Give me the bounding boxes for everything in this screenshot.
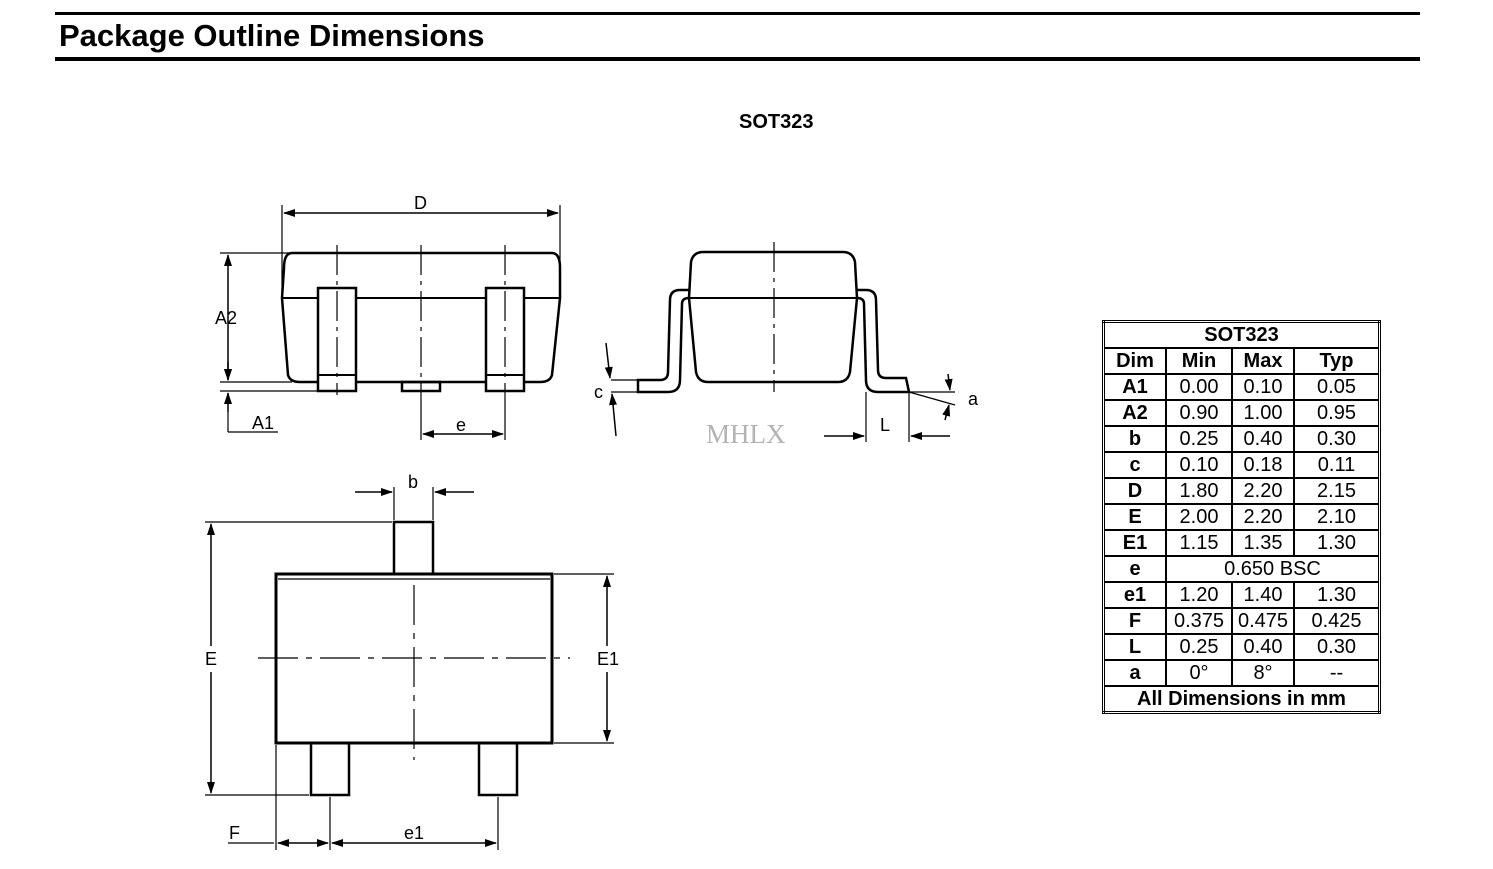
label-A2: A2 bbox=[215, 308, 237, 328]
table-row: a 0° 8° -- bbox=[1102, 659, 1381, 687]
dim-cell: A1 bbox=[1102, 373, 1167, 401]
min-cell: 0.25 bbox=[1165, 425, 1233, 453]
min-cell: 1.15 bbox=[1165, 529, 1233, 557]
table-footer: All Dimensions in mm bbox=[1102, 685, 1381, 714]
dim-cell: F bbox=[1102, 607, 1167, 635]
dim-cell: L bbox=[1102, 633, 1167, 661]
max-cell: 8° bbox=[1231, 659, 1295, 687]
min-cell: 1.20 bbox=[1165, 581, 1233, 609]
min-cell: 0.10 bbox=[1165, 451, 1233, 479]
max-cell: 1.35 bbox=[1231, 529, 1295, 557]
min-cell: 2.00 bbox=[1165, 503, 1233, 531]
max-cell: 2.20 bbox=[1231, 503, 1295, 531]
top-view bbox=[205, 487, 614, 850]
label-a: a bbox=[968, 389, 979, 409]
dim-cell: c bbox=[1102, 451, 1167, 479]
side-view bbox=[604, 242, 956, 442]
label-c: c bbox=[594, 382, 603, 402]
watermark: MHLX bbox=[706, 419, 786, 449]
max-cell: 0.475 bbox=[1231, 607, 1295, 635]
typ-cell: 2.15 bbox=[1293, 477, 1381, 505]
label-L: L bbox=[880, 415, 890, 435]
typ-cell: 0.95 bbox=[1293, 399, 1381, 427]
dim-cell: E bbox=[1102, 503, 1167, 531]
span-cell: 0.650 BSC bbox=[1165, 555, 1381, 583]
table-row: e 0.650 BSC bbox=[1102, 555, 1381, 583]
diagram-title: SOT323 bbox=[739, 111, 814, 133]
column-header: Typ bbox=[1293, 347, 1381, 375]
typ-cell: 1.30 bbox=[1293, 581, 1381, 609]
dim-cell: D bbox=[1102, 477, 1167, 505]
typ-cell: 0.425 bbox=[1293, 607, 1381, 635]
dim-cell: e bbox=[1102, 555, 1167, 583]
label-e1: e1 bbox=[404, 823, 424, 843]
max-cell: 0.40 bbox=[1231, 633, 1295, 661]
dim-cell: e1 bbox=[1102, 581, 1167, 609]
column-header: Min bbox=[1165, 347, 1233, 375]
table-row: e1 1.20 1.40 1.30 bbox=[1102, 581, 1381, 609]
max-cell: 2.20 bbox=[1231, 477, 1295, 505]
min-cell: 0.375 bbox=[1165, 607, 1233, 635]
max-cell: 0.40 bbox=[1231, 425, 1295, 453]
typ-cell: 0.11 bbox=[1293, 451, 1381, 479]
label-A1: A1 bbox=[252, 413, 274, 433]
min-cell: 1.80 bbox=[1165, 477, 1233, 505]
dim-cell: b bbox=[1102, 425, 1167, 453]
header-top-rule bbox=[55, 12, 1420, 15]
typ-cell: -- bbox=[1293, 659, 1381, 687]
table-title-row: SOT323 bbox=[1102, 320, 1381, 349]
header-bottom-rule bbox=[55, 57, 1420, 61]
label-e: e bbox=[456, 415, 466, 435]
min-cell: 0.90 bbox=[1165, 399, 1233, 427]
max-cell: 1.00 bbox=[1231, 399, 1295, 427]
max-cell: 0.10 bbox=[1231, 373, 1295, 401]
table-row: b 0.25 0.40 0.30 bbox=[1102, 425, 1381, 453]
min-cell: 0° bbox=[1165, 659, 1233, 687]
max-cell: 0.18 bbox=[1231, 451, 1295, 479]
dim-cell: E1 bbox=[1102, 529, 1167, 557]
page-title: Package Outline Dimensions bbox=[59, 18, 485, 53]
typ-cell: 1.30 bbox=[1293, 529, 1381, 557]
dim-cell: a bbox=[1102, 659, 1167, 687]
table-row: E 2.00 2.20 2.10 bbox=[1102, 503, 1381, 531]
table-row: D 1.80 2.20 2.15 bbox=[1102, 477, 1381, 505]
table-row: F 0.375 0.475 0.425 bbox=[1102, 607, 1381, 635]
typ-cell: 0.05 bbox=[1293, 373, 1381, 401]
table-row: L 0.25 0.40 0.30 bbox=[1102, 633, 1381, 661]
column-header: Max bbox=[1231, 347, 1295, 375]
typ-cell: 0.30 bbox=[1293, 633, 1381, 661]
label-E1: E1 bbox=[597, 649, 619, 669]
table-row: E1 1.15 1.35 1.30 bbox=[1102, 529, 1381, 557]
dim-cell: A2 bbox=[1102, 399, 1167, 427]
min-cell: 0.00 bbox=[1165, 373, 1233, 401]
table-footer-row: All Dimensions in mm bbox=[1102, 685, 1381, 714]
table-row: A1 0.00 0.10 0.05 bbox=[1102, 373, 1381, 401]
table-row: c 0.10 0.18 0.11 bbox=[1102, 451, 1381, 479]
column-header: Dim bbox=[1102, 347, 1167, 375]
table-header-row: Dim Min Max Typ bbox=[1102, 347, 1381, 375]
label-b: b bbox=[408, 472, 418, 492]
min-cell: 0.25 bbox=[1165, 633, 1233, 661]
label-E: E bbox=[205, 649, 217, 669]
typ-cell: 0.30 bbox=[1293, 425, 1381, 453]
table-title: SOT323 bbox=[1102, 320, 1381, 349]
table-row: A2 0.90 1.00 0.95 bbox=[1102, 399, 1381, 427]
front-view bbox=[220, 205, 562, 440]
dimensions-table: SOT323 Dim Min Max Typ A1 0.00 0.10 0.05… bbox=[1102, 320, 1381, 714]
max-cell: 1.40 bbox=[1231, 581, 1295, 609]
typ-cell: 2.10 bbox=[1293, 503, 1381, 531]
label-F: F bbox=[229, 823, 240, 843]
label-D: D bbox=[414, 193, 427, 213]
